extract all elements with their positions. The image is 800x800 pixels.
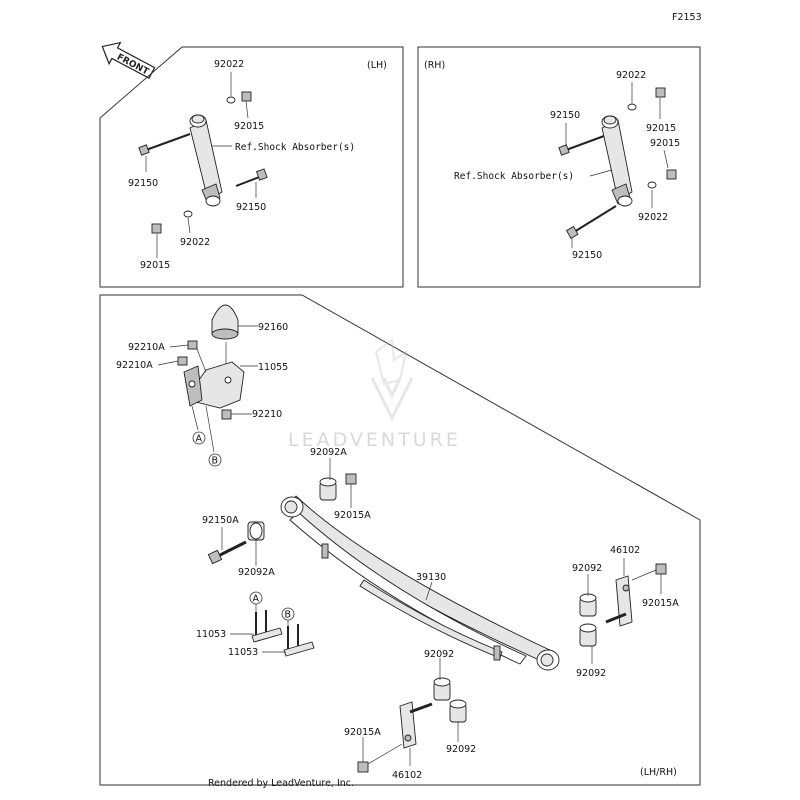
callout-rh-92150-top: 92150 [550,110,580,121]
marker-a-1 [192,431,206,445]
callout-92210a-2: 92210A [116,360,153,371]
marker-a-2 [249,591,263,605]
ref-shock-lh: Ref.Shock Absorber(s) [235,142,355,153]
nut-92015a-bottom [357,761,369,773]
bump-stop-92160 [211,304,239,340]
marker-b-1-label: B [212,456,219,467]
callout-39130: 39130 [416,572,446,583]
callout-11053-1: 11053 [196,629,226,640]
callout-11053-2: 11053 [228,647,258,658]
bracket-11055 [183,361,245,409]
bolt-92210 [221,409,232,420]
marker-a-2-label: A [253,594,260,605]
bushing-92092-b1 [433,677,451,701]
callout-rh-92015-b: 92015 [650,138,680,149]
u-bolt-11053-a [251,610,283,643]
callout-lh-92022-bottom: 92022 [180,237,210,248]
callout-92160: 92160 [258,322,288,333]
rh-bolt-92150-lower [565,205,617,239]
callout-92210a-1: 92210A [128,342,165,353]
callout-92150a: 92150A [202,515,239,526]
marker-a-1-label: A [196,434,203,445]
callout-92210: 92210 [252,409,282,420]
callout-46102-bottom: 46102 [392,770,422,781]
rh-washer-92022-bottom [647,181,657,189]
rh-nut-92015-side [666,169,677,180]
callout-lh-92022-top: 92022 [214,59,244,70]
marker-b-2-label: B [285,610,292,621]
lh-bolt-92150-upper [138,133,191,156]
callout-92015a-top: 92015A [334,510,371,521]
lh-nut-92015-bottom [151,223,162,234]
shackle-46102-top [605,575,633,627]
shackle-46102-bottom [399,701,433,749]
bushing-92092-r2 [579,623,597,647]
bushing-92092-b2 [449,699,467,723]
u-bolt-11053-b [283,624,315,657]
rh-bolt-92150-upper [558,135,605,156]
marker-b-1 [208,453,222,467]
bushing-92092a-top [319,477,337,501]
lh-nut-92015-top [241,91,252,102]
callout-92092-b1: 92092 [424,649,454,660]
rh-washer-92022-top [627,103,637,111]
callout-92092a-top: 92092A [310,447,347,458]
rh-shock-absorber [601,115,633,207]
bushing-92092a-left [247,521,265,541]
bushing-92092-r1 [579,593,597,617]
bolt-92150a [207,540,247,565]
callout-46102-top: 46102 [610,545,640,556]
callout-rh-92015-a: 92015 [646,123,676,134]
callout-11055: 11055 [258,362,288,373]
callout-92015a-right: 92015A [642,598,679,609]
callout-lh-92015-top: 92015 [234,121,264,132]
marker-b-2 [281,607,295,621]
lh-washer-92022-bottom [183,210,193,218]
nut-92015a-right [655,563,667,575]
lh-washer-92022-top [226,96,236,104]
callout-rh-92022-bottom: 92022 [638,212,668,223]
lh-shock-absorber [189,114,223,207]
callout-rh-92022-top: 92022 [616,70,646,81]
rh-nut-92015-top [655,87,666,98]
footer-credit: Rendered by LeadVenture, Inc. [208,778,354,789]
panel-label-rh: (RH) [424,60,445,71]
main-panel-frame [99,294,701,786]
callout-rh-92150-bottom: 92150 [572,250,602,261]
lh-panel-frame [99,46,404,288]
callout-92092-b2: 92092 [446,744,476,755]
rh-panel-frame [417,46,701,288]
callout-92092-r2: 92092 [576,668,606,679]
lh-bolt-92150-lower [235,168,268,187]
callout-92015a-bottom: 92015A [344,727,381,738]
ref-shock-rh: Ref.Shock Absorber(s) [454,171,574,182]
nut-92015a-top [345,473,357,485]
panel-label-lhrh: (LH/RH) [640,767,677,778]
leaf-spring-39130 [280,495,560,671]
figure-code: F2153 [672,12,702,23]
callout-lh-92150-left: 92150 [128,178,158,189]
callout-92092-r1: 92092 [572,563,602,574]
panel-label-lh: (LH) [367,60,387,71]
callout-lh-92015-bottom: 92015 [140,260,170,271]
leadventure-watermark-logo [370,338,414,422]
callout-92092a-left: 92092A [238,567,275,578]
watermark-text: LEADVENTURE [288,429,461,451]
callout-lh-92150-right: 92150 [236,202,266,213]
nut-92210a-1 [187,340,198,350]
nut-92210a-2 [177,356,188,366]
